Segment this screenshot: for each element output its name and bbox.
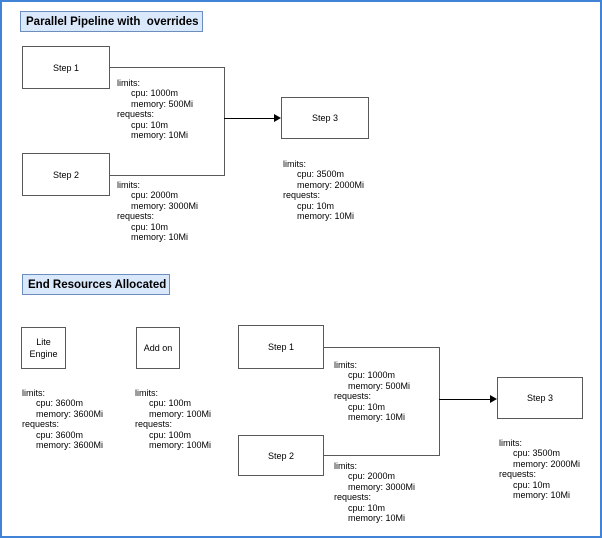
limits-label: limits: xyxy=(117,180,140,190)
annotation-lite-engine: limits: cpu: 3600m memory: 3600Mi reques… xyxy=(22,388,103,450)
requests-memory: memory: 100Mi xyxy=(149,440,212,451)
annotation-end-step1: limits: cpu: 1000m memory: 500Mi request… xyxy=(334,360,410,422)
node-label: Step 1 xyxy=(52,62,80,73)
limits-label: limits: xyxy=(283,159,306,169)
node-lite-engine: Lite Engine xyxy=(21,327,66,369)
pipeline-section-title: Parallel Pipeline with overrides xyxy=(20,11,203,32)
limits-cpu: cpu: 1000m xyxy=(131,88,179,99)
annotation-pipeline-step2: limits: cpu: 2000m memory: 3000Mi reques… xyxy=(117,180,198,242)
requests-label: requests: xyxy=(283,190,321,201)
limits-memory: memory: 3000Mi xyxy=(131,200,199,211)
limits-cpu: cpu: 2000m xyxy=(348,471,396,482)
requests-cpu: cpu: 10m xyxy=(131,119,169,130)
limits-memory: memory: 500Mi xyxy=(348,380,411,391)
limits-memory: memory: 2000Mi xyxy=(297,179,365,190)
node-label: Step 2 xyxy=(267,450,295,461)
requests-label: requests: xyxy=(117,109,155,120)
limits-cpu: cpu: 3500m xyxy=(297,169,345,180)
limits-label: limits: xyxy=(22,388,45,398)
requests-cpu: cpu: 10m xyxy=(131,221,169,232)
limits-label: limits: xyxy=(334,360,357,370)
end-resources-section-title: End Resources Allocated xyxy=(22,274,170,295)
connector-end-step2-to-junction xyxy=(324,455,439,456)
requests-label: requests: xyxy=(135,419,173,430)
node-label: Add on xyxy=(143,343,173,353)
requests-cpu: cpu: 10m xyxy=(348,401,386,412)
annotation-end-step3: limits: cpu: 3500m memory: 2000Mi reques… xyxy=(499,438,580,500)
connector-end-step1-to-junction xyxy=(324,347,439,348)
arrow-to-end-step3-head-icon xyxy=(490,395,497,403)
node-pipeline-step3: Step 3 xyxy=(281,97,369,139)
limits-cpu: cpu: 3500m xyxy=(513,448,561,459)
limits-label: limits: xyxy=(334,461,357,471)
node-label-line2: Engine xyxy=(29,349,58,359)
requests-cpu: cpu: 100m xyxy=(149,429,192,440)
requests-memory: memory: 10Mi xyxy=(348,412,406,423)
requests-cpu: cpu: 10m xyxy=(297,200,335,211)
connector-end-junction-vertical xyxy=(439,347,440,456)
limits-memory: memory: 100Mi xyxy=(149,408,212,419)
limits-memory: memory: 500Mi xyxy=(131,98,194,109)
node-pipeline-step2: Step 2 xyxy=(22,153,110,196)
requests-label: requests: xyxy=(117,211,155,222)
requests-memory: memory: 3600Mi xyxy=(36,440,104,451)
requests-memory: memory: 10Mi xyxy=(131,130,189,141)
requests-memory: memory: 10Mi xyxy=(348,513,406,524)
requests-label: requests: xyxy=(22,419,60,430)
annotation-pipeline-step1: limits: cpu: 1000m memory: 500Mi request… xyxy=(117,78,193,140)
requests-cpu: cpu: 10m xyxy=(348,502,386,513)
annotation-end-step2: limits: cpu: 2000m memory: 3000Mi reques… xyxy=(334,461,415,523)
connector-junction-vertical xyxy=(224,67,225,176)
requests-memory: memory: 10Mi xyxy=(131,232,189,243)
node-label: Step 1 xyxy=(267,342,295,352)
node-label: Step 3 xyxy=(311,113,339,123)
limits-label: limits: xyxy=(117,78,140,88)
arrow-to-step3-shaft xyxy=(224,118,274,119)
limits-memory: memory: 3600Mi xyxy=(36,408,104,419)
requests-memory: memory: 10Mi xyxy=(297,211,355,222)
node-end-step2: Step 2 xyxy=(238,435,324,476)
arrow-to-step3-head-icon xyxy=(274,114,281,122)
annotation-pipeline-step3: limits: cpu: 3500m memory: 2000Mi reques… xyxy=(283,159,364,221)
limits-cpu: cpu: 2000m xyxy=(131,190,179,201)
limits-memory: memory: 3000Mi xyxy=(348,481,416,492)
limits-cpu: cpu: 1000m xyxy=(348,370,396,381)
connector-step1-to-junction xyxy=(110,67,224,68)
requests-label: requests: xyxy=(334,391,372,402)
limits-memory: memory: 2000Mi xyxy=(513,458,581,469)
limits-label: limits: xyxy=(135,388,158,398)
node-pipeline-step1: Step 1 xyxy=(22,46,110,89)
node-label: Step 3 xyxy=(526,393,554,403)
node-label-line1: Lite xyxy=(36,337,51,347)
node-end-step3: Step 3 xyxy=(497,377,583,419)
limits-cpu: cpu: 100m xyxy=(149,398,192,409)
requests-label: requests: xyxy=(334,492,372,503)
limits-label: limits: xyxy=(499,438,522,448)
connector-step2-to-junction xyxy=(110,175,224,176)
arrow-to-end-step3-shaft xyxy=(439,399,490,400)
node-end-step1: Step 1 xyxy=(238,325,324,369)
requests-label: requests: xyxy=(499,469,537,480)
node-label: Step 2 xyxy=(52,169,80,180)
requests-cpu: cpu: 3600m xyxy=(36,429,84,440)
node-add-on: Add on xyxy=(136,327,180,369)
limits-cpu: cpu: 3600m xyxy=(36,398,84,409)
requests-cpu: cpu: 10m xyxy=(513,479,551,490)
requests-memory: memory: 10Mi xyxy=(513,490,571,501)
annotation-add-on: limits: cpu: 100m memory: 100Mi requests… xyxy=(135,388,211,450)
